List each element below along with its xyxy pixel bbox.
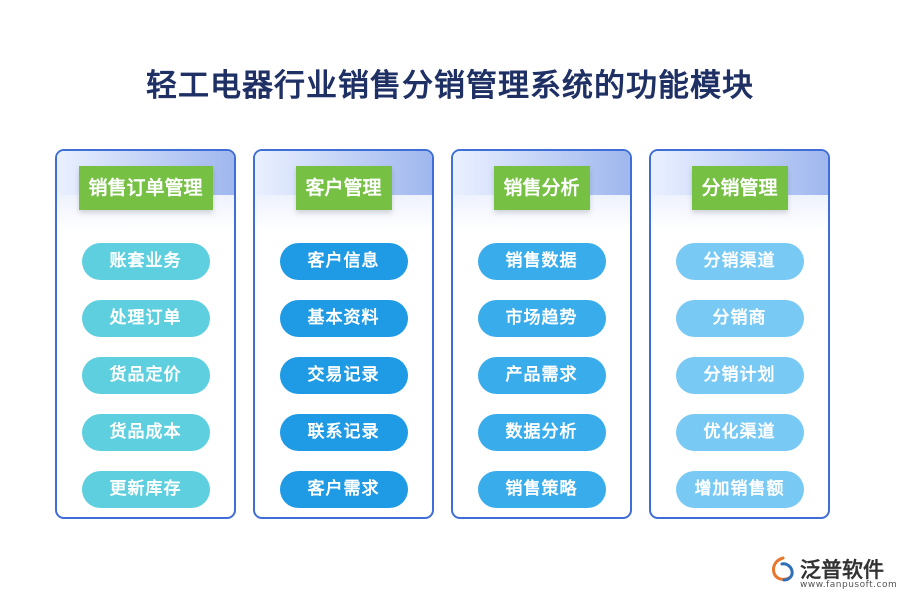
feature-pill: 处理订单 xyxy=(81,300,210,337)
module-column-sales-analysis: 销售分析 销售数据 市场趋势 产品需求 数据分析 销售策略 xyxy=(451,149,632,519)
module-header: 销售分析 xyxy=(493,166,590,210)
feature-pill: 分销计划 xyxy=(675,357,804,394)
logo-url: www.fanpusoft.com xyxy=(800,580,898,590)
feature-pill: 货品成本 xyxy=(81,414,210,451)
module-items: 客户信息 基本资料 交易记录 联系记录 客户需求 xyxy=(255,243,432,528)
feature-pill: 产品需求 xyxy=(477,357,606,394)
module-header: 客户管理 xyxy=(295,166,392,210)
module-items: 账套业务 处理订单 货品定价 货品成本 更新库存 xyxy=(57,243,234,528)
feature-pill: 货品定价 xyxy=(81,357,210,394)
brand-logo: 泛普软件 www.fanpusoft.com xyxy=(770,554,898,594)
module-column-customer: 客户管理 客户信息 基本资料 交易记录 联系记录 客户需求 xyxy=(253,149,434,519)
feature-pill: 分销渠道 xyxy=(675,243,804,280)
feature-pill: 联系记录 xyxy=(279,414,408,451)
feature-pill: 客户信息 xyxy=(279,243,408,280)
module-column-distribution: 分销管理 分销渠道 分销商 分销计划 优化渠道 增加销售额 xyxy=(649,149,830,519)
feature-pill: 销售数据 xyxy=(477,243,606,280)
feature-pill: 优化渠道 xyxy=(675,414,804,451)
feature-pill: 分销商 xyxy=(675,300,804,337)
feature-pill: 基本资料 xyxy=(279,300,408,337)
feature-pill: 更新库存 xyxy=(81,471,210,508)
logo-mark-icon xyxy=(772,556,794,582)
feature-pill: 市场趋势 xyxy=(477,300,606,337)
feature-pill: 销售策略 xyxy=(477,471,606,508)
module-items: 分销渠道 分销商 分销计划 优化渠道 增加销售额 xyxy=(651,243,828,528)
feature-pill: 客户需求 xyxy=(279,471,408,508)
feature-pill: 数据分析 xyxy=(477,414,606,451)
module-column-sales-order: 销售订单管理 账套业务 处理订单 货品定价 货品成本 更新库存 xyxy=(55,149,236,519)
feature-pill: 交易记录 xyxy=(279,357,408,394)
page-title: 轻工电器行业销售分销管理系统的功能模块 xyxy=(146,68,754,104)
feature-pill: 账套业务 xyxy=(81,243,210,280)
module-items: 销售数据 市场趋势 产品需求 数据分析 销售策略 xyxy=(453,243,630,528)
logo-name: 泛普软件 xyxy=(800,558,884,582)
module-header: 销售订单管理 xyxy=(78,166,213,210)
module-header: 分销管理 xyxy=(691,166,788,210)
feature-pill: 增加销售额 xyxy=(675,471,804,508)
